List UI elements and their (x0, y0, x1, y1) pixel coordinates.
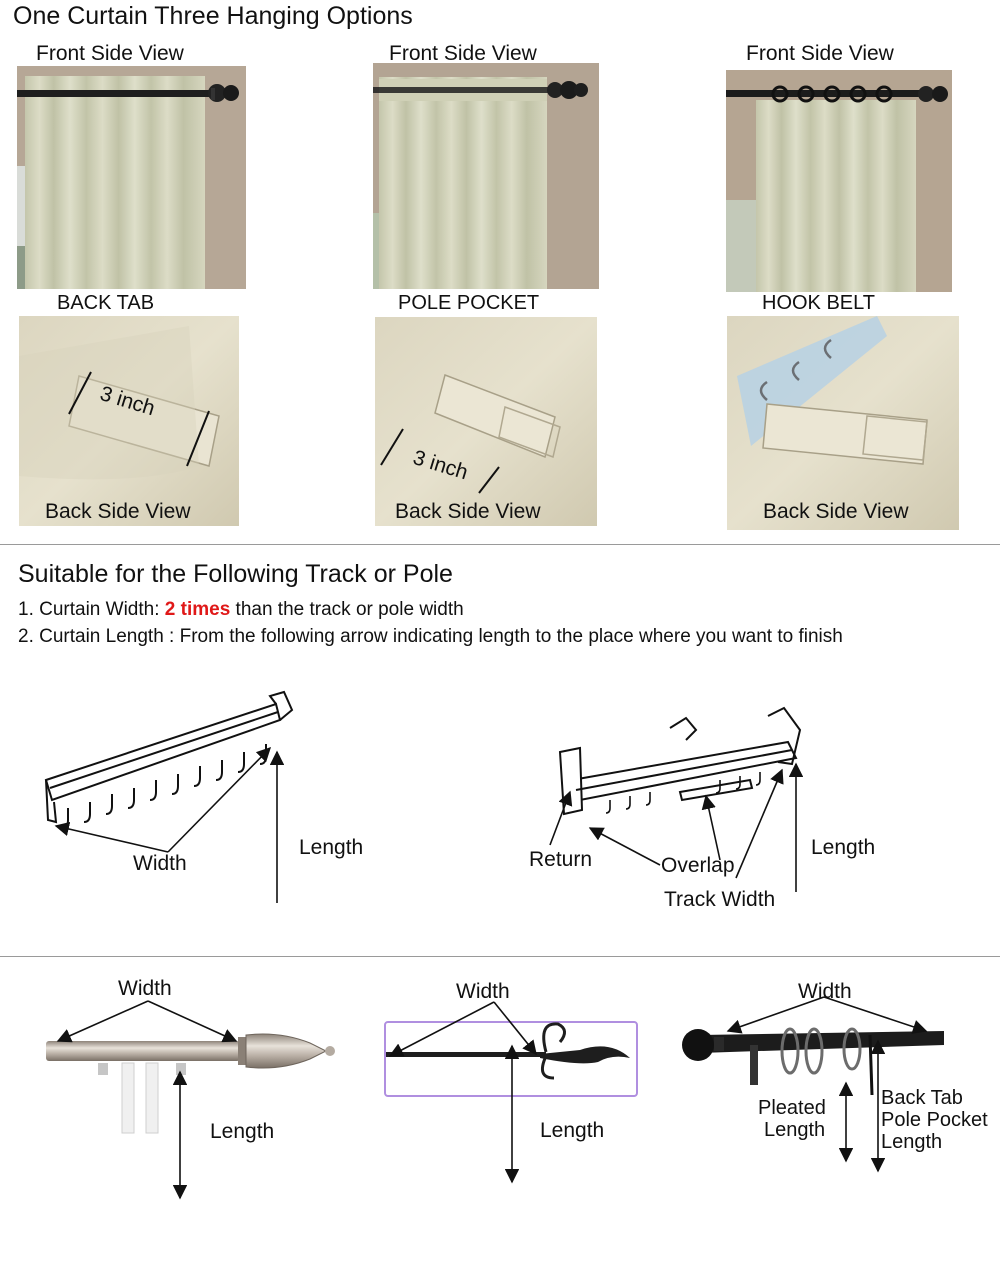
back-label-back-tab: Back Side View (45, 500, 191, 523)
track-2-diagram (549, 706, 804, 892)
track-1-width-label: Width (133, 852, 187, 875)
track-1-length-label: Length (299, 836, 364, 859)
pole-2-width-label: Width (456, 980, 510, 1003)
front-label-pole-pocket: Front Side View (389, 42, 537, 65)
section-divider-2 (0, 956, 1000, 957)
pole-1-width-label: Width (118, 977, 172, 1000)
pole-3-tab-length-label: Length (881, 1131, 943, 1153)
pole-3-pole-pocket-label: Pole Pocket (881, 1109, 988, 1131)
pole-1-diagram (46, 1000, 335, 1200)
suitability-title: Suitable for the Following Track or Pole (18, 560, 453, 588)
front-photo-hook-belt (726, 70, 952, 292)
front-photo-pole-pocket (373, 63, 599, 289)
option-name-pole-pocket: POLE POCKET (398, 292, 540, 314)
page-title: One Curtain Three Hanging Options (13, 2, 413, 30)
rule-width-highlight: 2 times (164, 599, 231, 620)
pole-3-pleated-label: Pleated (758, 1097, 826, 1119)
track-2-return-label: Return (529, 848, 593, 871)
pole-3-back-tab-label: Back Tab (881, 1087, 963, 1109)
rule-length: 2. Curtain Length : From the following a… (18, 626, 843, 647)
track-2-length-label: Length (811, 836, 876, 859)
pole-3-width-label: Width (798, 980, 852, 1003)
rule-width: 1. Curtain Width: 2 times than the track… (18, 599, 464, 621)
back-photo-hook-belt (727, 316, 959, 530)
track-2-overlap-label: Overlap (661, 854, 735, 877)
pole-3-pleated-length-label: Length (764, 1119, 826, 1141)
option-name-back-tab: BACK TAB (57, 292, 155, 314)
pole-2-length-label: Length (540, 1119, 605, 1142)
pole-3-diagram (682, 996, 944, 1173)
rule-width-prefix: 1. Curtain Width: (18, 599, 165, 620)
option-name-hook-belt: HOOK BELT (762, 292, 875, 314)
front-label-hook-belt: Front Side View (746, 42, 894, 65)
back-photo-back-tab (19, 316, 239, 526)
rule-width-suffix: than the track or pole width (230, 599, 464, 620)
front-label-back-tab: Front Side View (36, 42, 184, 65)
front-photo-back-tab (17, 66, 246, 289)
back-label-hook-belt: Back Side View (763, 500, 909, 523)
track-2-track-width-label: Track Width (664, 888, 776, 911)
back-photo-pole-pocket (375, 317, 597, 526)
pole-1-length-label: Length (210, 1120, 275, 1143)
track-1-diagram (44, 690, 294, 903)
back-label-pole-pocket: Back Side View (395, 500, 541, 523)
section-divider (0, 544, 1000, 545)
pole-2-diagram (386, 1001, 630, 1184)
